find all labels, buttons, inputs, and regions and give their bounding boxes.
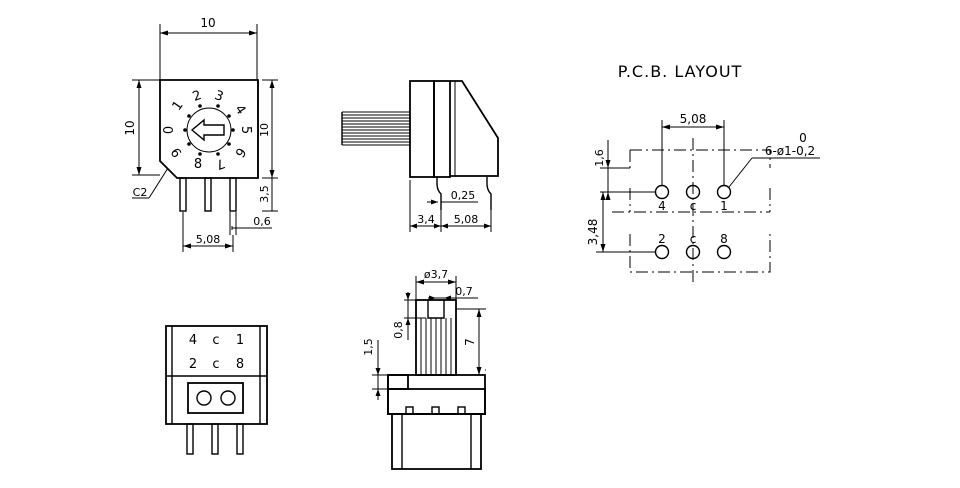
- pcb-label-8: 8: [720, 232, 728, 246]
- shaft-7-dim: 7: [463, 338, 477, 346]
- bottom-label-1: 1: [236, 333, 244, 348]
- shaft-view: ø3,7 0,7 0,8 1,5 7: [362, 268, 486, 470]
- bottom-label-c-bottom: c: [212, 357, 219, 372]
- shaft-15-dim: 1,5: [362, 338, 375, 356]
- pcb-label-2: 2: [658, 232, 666, 246]
- front-view: 10 10 0 1 2 3 4: [123, 16, 278, 252]
- bottom-label-2: 2: [189, 357, 197, 372]
- pin-length-dim: 3,5: [258, 185, 271, 203]
- bottom-label-c-top: c: [212, 333, 219, 348]
- pcb-label-1: 1: [720, 199, 728, 213]
- dial-number-1: 1: [170, 98, 187, 113]
- dial-number-6: 6: [231, 144, 248, 159]
- pcb-pitch-dim: 5,08: [680, 112, 707, 126]
- pcb-label-c-bottom: c: [690, 232, 697, 246]
- pcb-hole-spec: 6-ø1-0,2: [765, 144, 815, 158]
- front-height-right-dim: 10: [258, 123, 271, 137]
- pcb-layout: P.C.B. LAYOUT 4 c 1 2 c 8 5,08 1,6: [586, 62, 820, 282]
- side-left-dim: 3,4: [417, 213, 435, 226]
- shaft-slot-dim: 0,7: [455, 285, 473, 298]
- side-pitch-dim: 5,08: [454, 213, 479, 226]
- bottom-view: 4 c 1 2 c 8: [165, 325, 268, 455]
- dial-number-4: 4: [231, 102, 248, 117]
- dial-number-0: 0: [162, 126, 177, 134]
- pcb-row-dim: 3,48: [586, 219, 600, 246]
- dial-number-9: 9: [169, 144, 186, 159]
- dial-number-5: 5: [238, 126, 253, 134]
- pcb-label-4: 4: [658, 199, 666, 213]
- side-pin-offset-dim: 0,25: [451, 189, 476, 202]
- dial-number-7: 7: [214, 155, 227, 172]
- side-view: 0,25 3,4 5,08: [341, 80, 499, 232]
- dial-number-8: 8: [194, 157, 202, 172]
- shaft-diameter-dim: ø3,7: [424, 268, 448, 281]
- dial-number-3: 3: [212, 88, 225, 105]
- pin-width-dim: 0,6: [253, 215, 271, 228]
- shaft-08-dim: 0,8: [392, 321, 405, 339]
- front-width-dim: 10: [200, 16, 215, 30]
- front-height-dim: 10: [123, 120, 137, 135]
- bottom-label-4: 4: [189, 333, 197, 348]
- pin-pitch-dim: 5,08: [196, 233, 221, 246]
- pcb-hole-spec-top: 0: [799, 131, 807, 145]
- chamfer-label: C2: [133, 186, 148, 199]
- bottom-label-8: 8: [236, 357, 244, 372]
- dial-number-2: 2: [191, 88, 204, 105]
- pcb-top-dim: 1,6: [593, 149, 606, 167]
- pcb-layout-title: P.C.B. LAYOUT: [618, 62, 743, 81]
- pcb-label-c-top: c: [690, 199, 697, 213]
